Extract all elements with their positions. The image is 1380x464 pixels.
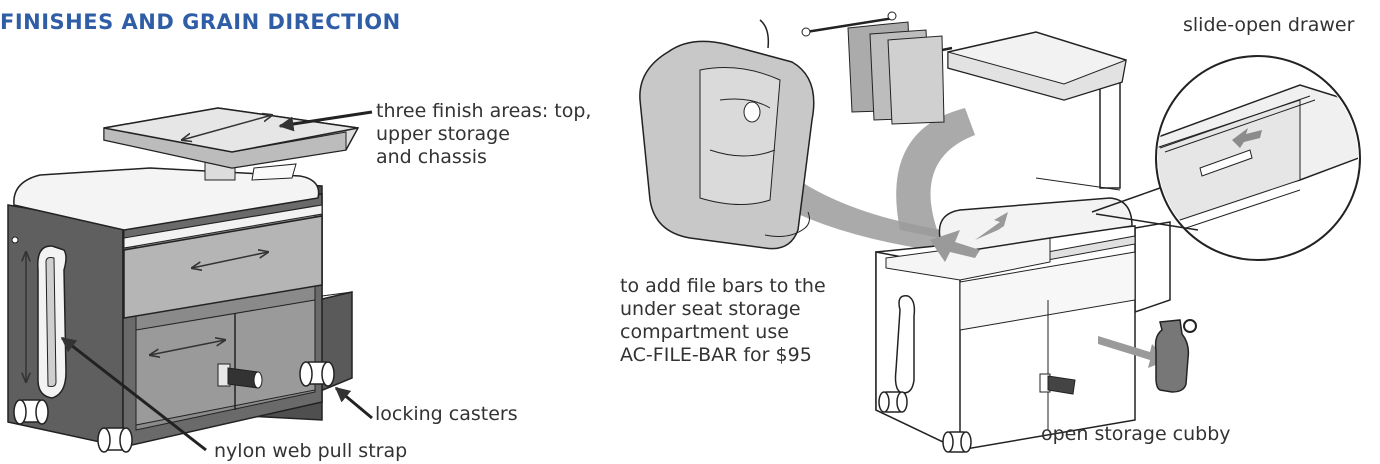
page-title: FINISHES AND GRAIN DIRECTION xyxy=(0,10,401,34)
callout-file-bars: to add file bars to the under seat stora… xyxy=(620,275,826,367)
callout-locking-casters: locking casters xyxy=(375,403,518,426)
callout-finish-areas: three finish areas: top, upper storage a… xyxy=(376,100,591,169)
callout-arrow-casters xyxy=(336,388,372,418)
callout-file-bars-line: under seat storage xyxy=(620,298,826,321)
callout-finish-areas-line: three finish areas: top, xyxy=(376,100,591,123)
callout-file-bars-line: AC-FILE-BAR for $95 xyxy=(620,344,826,367)
callout-file-bars-line: to add file bars to the xyxy=(620,275,826,298)
callout-slide-drawer: slide-open drawer xyxy=(1183,14,1354,37)
backpack xyxy=(640,20,814,249)
callout-storage-cubby: open storage cubby xyxy=(1041,423,1231,446)
hanging-files xyxy=(802,12,952,124)
callout-finish-areas-line: upper storage xyxy=(376,123,591,146)
water-bottle xyxy=(1156,320,1196,392)
callout-file-bars-line: compartment use xyxy=(620,321,826,344)
callout-pull-strap: nylon web pull strap xyxy=(214,440,407,463)
left-cart xyxy=(8,108,372,452)
right-scene xyxy=(640,12,1380,452)
right-tabletop xyxy=(948,32,1126,190)
callout-finish-areas-line: and chassis xyxy=(376,146,591,169)
